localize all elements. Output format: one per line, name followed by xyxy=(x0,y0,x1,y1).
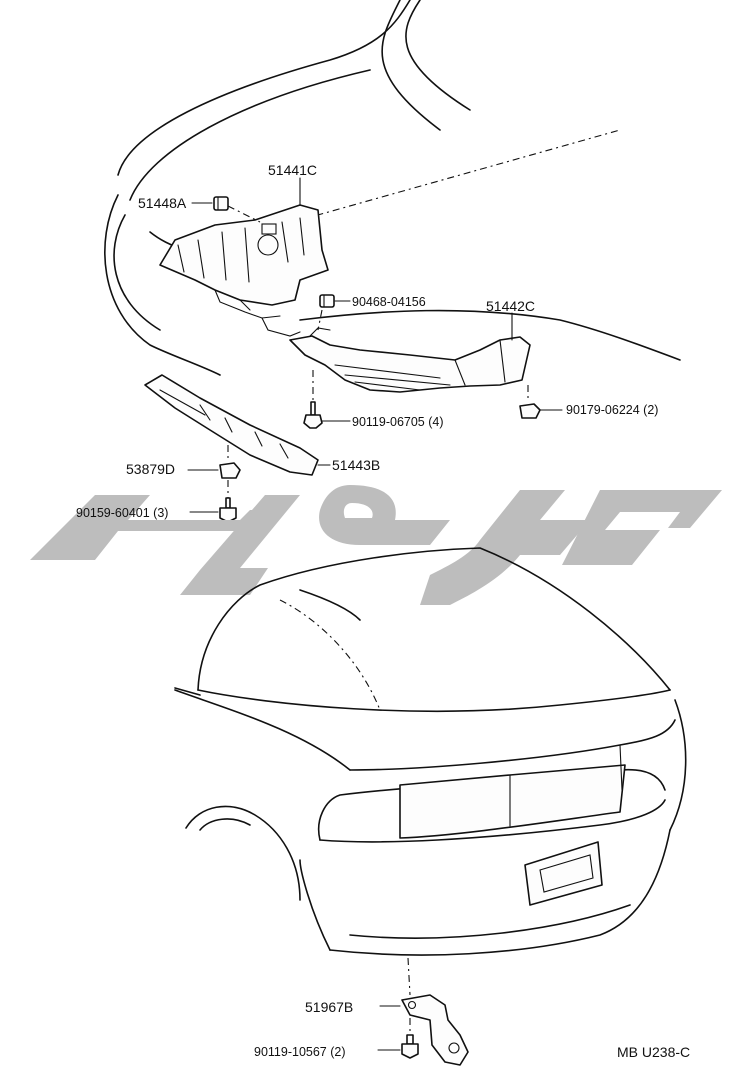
undercover-51442c xyxy=(289,327,531,393)
label-90468-04156: 90468-04156 xyxy=(352,295,426,309)
label-90159-60401: 90159-60401 (3) xyxy=(76,506,168,520)
label-51441c: 51441C xyxy=(268,162,317,178)
bolt-icon xyxy=(377,1034,419,1059)
watermark-shape-5 xyxy=(562,490,722,565)
label-53879d: 53879D xyxy=(126,461,175,477)
label-90119-06705: 90119-06705 (4) xyxy=(352,415,444,429)
label-51448a: 51448A xyxy=(138,195,187,211)
clip-icon xyxy=(319,294,335,308)
front-body-outline xyxy=(104,0,681,376)
watermark-logo xyxy=(30,485,722,605)
label-90119-10567: 90119-10567 (2) xyxy=(254,1045,346,1059)
watermark-shape-4 xyxy=(420,490,590,605)
leader-lines xyxy=(187,177,563,513)
part-labels: 51441C 51448A 90468-04156 51442C 90119-0… xyxy=(76,162,690,1060)
bolt-icon xyxy=(219,497,237,523)
nut-icon xyxy=(219,462,241,479)
watermark-shape-3 xyxy=(319,485,450,545)
label-51442c: 51442C xyxy=(486,298,535,314)
label-51443b: 51443B xyxy=(332,457,380,473)
nut-icon xyxy=(519,403,541,419)
watermark-shape-2 xyxy=(180,495,300,595)
bolt-icon xyxy=(303,401,323,429)
watermark-shape-1 xyxy=(30,495,285,560)
rear-body-outline xyxy=(174,547,687,996)
reinforcement-51443b xyxy=(144,374,319,476)
diagram-code: MB U238-C xyxy=(617,1044,690,1060)
bracket-51967b xyxy=(379,994,469,1066)
label-90179-06224: 90179-06224 (2) xyxy=(566,403,658,417)
label-51967b: 51967B xyxy=(305,999,353,1015)
clip-icon xyxy=(213,196,229,211)
undercover-51441c xyxy=(159,204,329,337)
